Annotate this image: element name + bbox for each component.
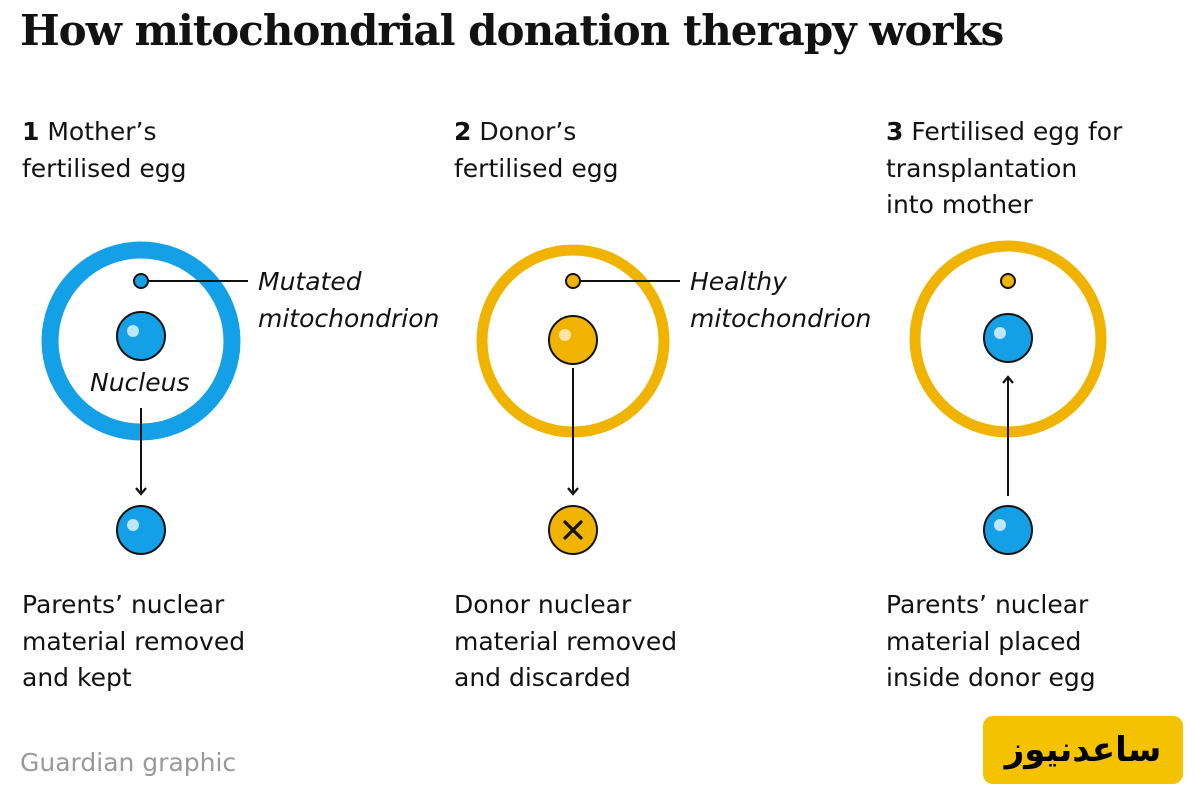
step-2-caption-line-3: and discarded [454, 663, 631, 692]
step-1-number: 1 [22, 117, 40, 146]
step-2-caption: Donor nuclear material removed and disca… [454, 587, 784, 697]
step-1-heading-line-2: fertilised egg [22, 153, 187, 183]
donor-nucleus-highlight [559, 329, 571, 341]
step-3-caption: Parents’ nuclear material placed inside … [886, 587, 1200, 697]
result-nucleus-highlight [994, 327, 1006, 339]
mother-kept-nucleus [116, 505, 166, 555]
parents-nucleus-to-place-highlight [994, 519, 1006, 531]
step-1-heading-line-1: Mother’s [47, 117, 157, 146]
step-3-caption-line-3: inside donor egg [886, 663, 1096, 692]
parents-nucleus-to-place [983, 505, 1033, 555]
mother-nucleus [116, 311, 166, 361]
step-3-heading-line-2: transplantation [886, 153, 1078, 183]
step-2-heading-line-1: Donor’s [479, 117, 577, 146]
source-credit: Guardian graphic [20, 748, 237, 777]
step-1-caption-line-1: Parents’ nuclear [22, 590, 225, 619]
watermark-logo: ساعدنیوز [983, 716, 1183, 784]
mutated-mitochondrion [133, 273, 149, 289]
healthy-mitochondrion-label: Healthy mitochondrion [690, 264, 871, 337]
step-2-number: 2 [454, 117, 472, 146]
step-3-number: 3 [886, 117, 904, 146]
step-2-heading: 2 Donor’s fertilised egg [454, 114, 784, 187]
step-3-heading-line-3: into mother [886, 190, 1033, 219]
step-3-heading: 3 Fertilised egg for transplantation int… [886, 114, 1200, 224]
step-3-caption-line-2: material placed [886, 626, 1082, 656]
step-2-heading-line-2: fertilised egg [454, 153, 619, 183]
step-1-heading: 1 Mother’s fertilised egg [22, 114, 352, 187]
step-1-caption-line-3: and kept [22, 663, 132, 692]
step-2-caption-line-1: Donor nuclear [454, 590, 632, 619]
step-3-heading-line-1: Fertilised egg for [911, 117, 1123, 146]
mother-nucleus-highlight [127, 325, 139, 337]
discard-x-icon [563, 520, 583, 540]
mutated-label-line-2: mitochondrion [258, 303, 440, 333]
result-nucleus [983, 313, 1033, 363]
mutated-mitochondrion-label: Mutated mitochondrion [258, 264, 439, 337]
mother-kept-nucleus-highlight [127, 519, 139, 531]
mutated-label-line-1: Mutated [258, 267, 362, 296]
step-3-caption-line-1: Parents’ nuclear [886, 590, 1089, 619]
healthy-mitochondrion [565, 273, 581, 289]
step-1-caption-line-2: material removed [22, 626, 246, 656]
nucleus-label: Nucleus [90, 368, 190, 397]
step-1-caption: Parents’ nuclear material removed and ke… [22, 587, 352, 697]
step-2-caption-line-2: material removed [454, 626, 678, 656]
healthy-label-line-1: Healthy [690, 267, 787, 296]
healthy-label-line-2: mitochondrion [690, 303, 872, 333]
result-healthy-mitochondrion [1000, 273, 1016, 289]
page-title: How mitochondrial donation therapy works [20, 6, 1004, 55]
donor-nucleus [548, 315, 598, 365]
watermark-text: ساعدنیوز [1004, 730, 1162, 770]
